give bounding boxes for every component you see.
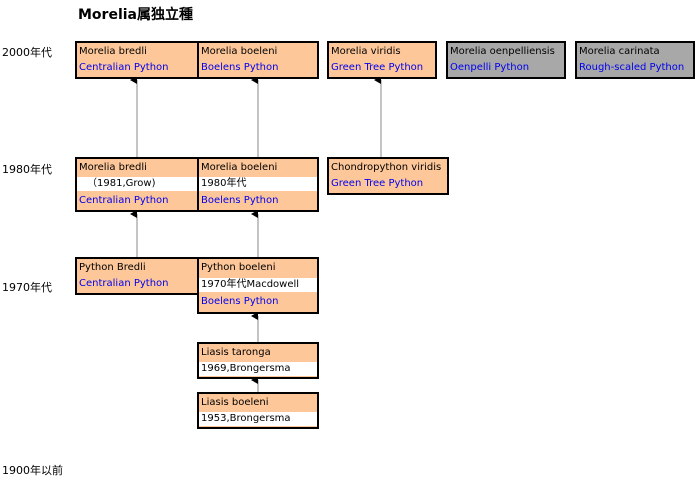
era-label-pre-1900: 1900年以前	[2, 464, 63, 477]
author-note: 1969,Brongersma	[199, 362, 317, 376]
node-morelia-bredli-2000: Morelia bredli Centralian Python	[75, 41, 199, 79]
author-note: （1981,Grow)	[77, 177, 197, 191]
common-name: Boelens Python	[201, 62, 279, 73]
node-morelia-carinata: Morelia carinata Rough-scaled Python	[575, 41, 695, 79]
common-name: Boelens Python	[201, 296, 279, 307]
node-liasis-boeleni: Liasis boeleni 1953,Brongersma	[197, 392, 319, 429]
species-name: Python boeleni	[201, 262, 276, 273]
node-python-bredli: Python Bredli Centralian Python	[75, 257, 199, 295]
node-liasis-taronga: Liasis taronga 1969,Brongersma	[197, 342, 319, 379]
species-name: Morelia boeleni	[201, 46, 278, 57]
author-note: 1953,Brongersma	[199, 412, 317, 426]
species-name: Python Bredli	[79, 262, 146, 273]
common-name: Centralian Python	[79, 62, 169, 73]
common-name: Centralian Python	[79, 278, 169, 289]
node-morelia-bredli-1980: Morelia bredli （1981,Grow) Centralian Py…	[75, 157, 199, 212]
species-name: Chondropython viridis	[331, 162, 442, 173]
common-name: Boelens Python	[201, 195, 279, 206]
author-note: 1970年代Macdowell	[199, 278, 317, 292]
species-name: Liasis taronga	[201, 347, 271, 358]
node-morelia-viridis-2000: Morelia viridis Green Tree Python	[327, 41, 437, 79]
node-morelia-oenpelliensis: Morelia oenpelliensis Oenpelli Python	[446, 41, 566, 79]
node-python-boeleni: Python boeleni 1970年代Macdowell Boelens P…	[197, 257, 319, 314]
diagram-title: Morelia属独立種	[78, 7, 193, 23]
species-name: Liasis boeleni	[201, 397, 269, 408]
era-label-2000s: 2000年代	[2, 46, 52, 59]
era-label-1980s: 1980年代	[2, 163, 52, 176]
node-chondropython-viridis: Chondropython viridis Green Tree Python	[327, 157, 449, 195]
common-name: Centralian Python	[79, 195, 169, 206]
author-note: 1980年代	[199, 177, 317, 191]
node-morelia-boeleni-1980: Morelia boeleni 1980年代 Boelens Python	[197, 157, 319, 212]
species-name: Morelia bredli	[79, 46, 147, 57]
common-name: Green Tree Python	[331, 178, 424, 189]
common-name: Oenpelli Python	[450, 62, 530, 73]
species-name: Morelia oenpelliensis	[450, 46, 555, 57]
node-morelia-boeleni-2000: Morelia boeleni Boelens Python	[197, 41, 319, 79]
common-name: Green Tree Python	[331, 62, 424, 73]
species-name: Morelia viridis	[331, 46, 401, 57]
era-label-1970s: 1970年代	[2, 281, 52, 294]
species-name: Morelia carinata	[579, 46, 660, 57]
common-name: Rough-scaled Python	[579, 62, 685, 73]
species-name: Morelia boeleni	[201, 162, 278, 173]
species-name: Morelia bredli	[79, 162, 147, 173]
